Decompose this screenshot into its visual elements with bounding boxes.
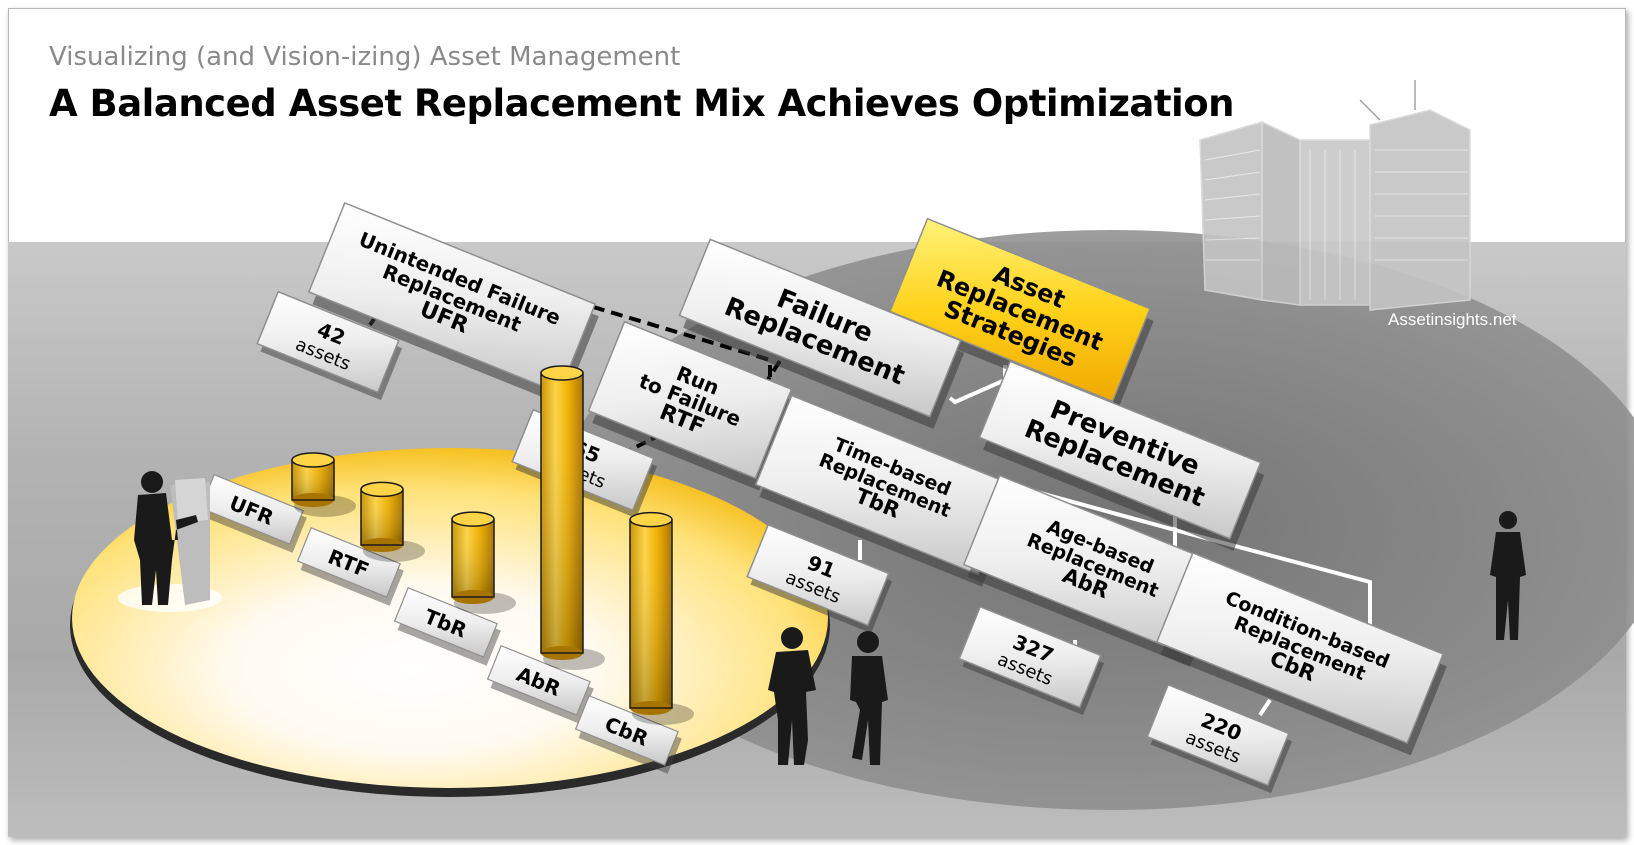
axis-label-ufr: UFR — [199, 473, 307, 553]
person-at-kiosk-silhouette — [118, 471, 222, 612]
standing-person-silhouette — [1490, 511, 1526, 640]
axis-label-tbr: TbR — [393, 586, 501, 666]
bar-ufr — [291, 452, 356, 517]
axis-label-cbr: CbR — [574, 694, 682, 774]
slide-subtitle: Visualizing (and Vision-izing) Asset Man… — [49, 42, 681, 72]
bar-abr — [540, 365, 605, 670]
bar-cbr — [629, 511, 694, 725]
axis-label-rtf: RTF — [296, 526, 404, 606]
slide-title: A Balanced Asset Replacement Mix Achieve… — [49, 82, 1234, 125]
two-people-silhouette — [768, 627, 888, 765]
bar-series — [291, 365, 694, 725]
bar-rtf — [360, 481, 425, 562]
bar-tbr — [451, 511, 516, 614]
credit-label: Assetinsights.net — [1388, 310, 1517, 329]
axis-label-abr: AbR — [486, 644, 594, 724]
building-icon — [1199, 80, 1471, 311]
